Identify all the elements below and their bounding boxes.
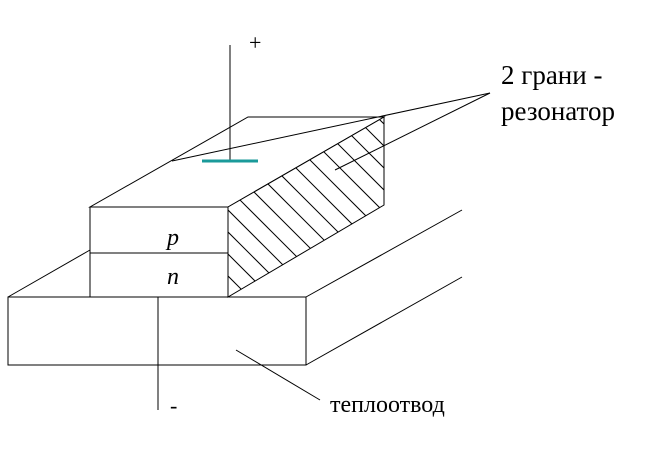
n-layer [89,252,229,298]
resonator-leader-1 [171,92,491,162]
heatsink-top-back-edge-left [7,249,91,298]
resonator-label-line1: 2 грани - [501,60,602,90]
resonator-label-line2: резонатор [501,96,615,126]
hatch-line [228,117,384,297]
p-layer-label: p [165,225,179,251]
plus-label: + [249,30,261,55]
heatsink-label: теплоотвод [330,392,445,418]
n-layer-label: n [167,264,179,290]
heatsink-bottom-back-edge [305,276,463,366]
hatch-line [228,117,384,297]
heatsink-top-back-edge [305,209,463,298]
heatsink [7,209,463,366]
p-layer [89,206,229,254]
hatch-line [228,117,384,297]
hatch-line [228,117,384,297]
leader-lines [171,92,491,401]
contacts [157,45,258,410]
crystal [88,116,386,298]
resonator-leader-2 [334,92,491,171]
heatsink-leader [235,349,321,401]
hatch-line [228,117,384,297]
minus-label: - [170,393,177,418]
hatch-line [228,117,384,297]
heatsink-front-face [7,296,307,366]
